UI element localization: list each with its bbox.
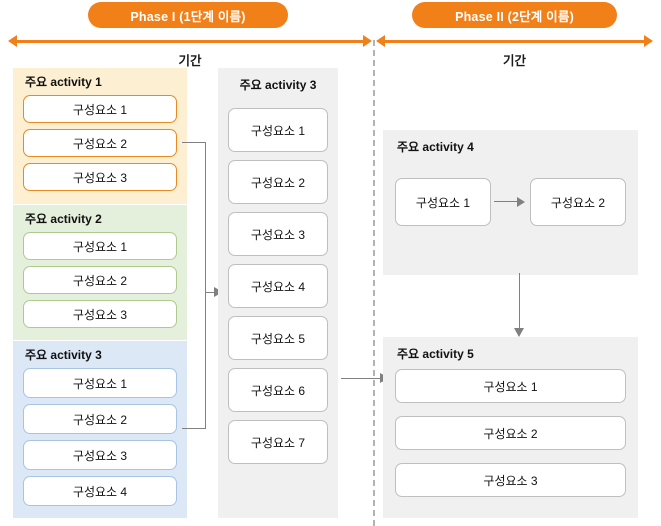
activity-group-1-title: 주요 activity 1 bbox=[25, 75, 102, 89]
activity-group-5-title: 주요 activity 5 bbox=[397, 347, 474, 361]
period-label-phase-2: 기간 bbox=[502, 54, 526, 68]
component-box[interactable]: 구성요소 3 bbox=[23, 163, 177, 191]
activity-group-4-title: 주요 activity 4 bbox=[397, 140, 474, 154]
component-box[interactable]: 구성요소 2 bbox=[23, 129, 177, 157]
timeline-line bbox=[383, 40, 646, 43]
component-box[interactable]: 구성요소 3 bbox=[23, 300, 177, 328]
arrow-right-icon bbox=[363, 35, 372, 47]
connector-activity4-to-activity5 bbox=[519, 273, 520, 330]
activity-group-4: 주요 activity 4 구성요소 1 구성요소 2 bbox=[383, 130, 638, 275]
phase-pill-1: Phase I (1단계 이름) bbox=[88, 2, 288, 28]
component-box[interactable]: 구성요소 6 bbox=[228, 368, 328, 412]
period-label-phase-1: 기간 bbox=[178, 54, 202, 68]
arrow-right-icon bbox=[494, 196, 527, 208]
component-box[interactable]: 구성요소 4 bbox=[228, 264, 328, 308]
connector-bracket-top bbox=[182, 142, 206, 143]
component-box[interactable]: 구성요소 7 bbox=[228, 420, 328, 464]
activity-group-2-title: 주요 activity 2 bbox=[25, 212, 102, 226]
component-box[interactable]: 구성요소 2 bbox=[395, 416, 626, 450]
phase-divider bbox=[373, 40, 375, 526]
arrow-right-icon bbox=[644, 35, 653, 47]
connector-bracket-bottom bbox=[182, 428, 206, 429]
component-box[interactable]: 구성요소 4 bbox=[23, 476, 177, 506]
connector-bracket-stem bbox=[205, 292, 221, 293]
activity-group-3: 주요 activity 3 구성요소 1 구성요소 2 구성요소 3 구성요소 … bbox=[13, 341, 187, 518]
timeline-line bbox=[15, 40, 365, 43]
activity-group-5: 주요 activity 5 구성요소 1 구성요소 2 구성요소 3 bbox=[383, 337, 638, 518]
component-box[interactable]: 구성요소 1 bbox=[395, 178, 491, 226]
activity-group-1: 주요 activity 1 구성요소 1 구성요소 2 구성요소 3 bbox=[13, 68, 187, 204]
arrow-left-icon bbox=[376, 35, 385, 47]
connector-mid-to-activity5 bbox=[341, 378, 387, 379]
activity-group-4-row: 구성요소 1 구성요소 2 bbox=[395, 178, 626, 226]
arrow-down-icon bbox=[514, 328, 524, 337]
component-box[interactable]: 구성요소 3 bbox=[228, 212, 328, 256]
component-box[interactable]: 구성요소 1 bbox=[228, 108, 328, 152]
phase-pill-2: Phase II (2단계 이름) bbox=[412, 2, 617, 28]
component-box[interactable]: 구성요소 5 bbox=[228, 316, 328, 360]
component-box[interactable]: 구성요소 1 bbox=[395, 369, 626, 403]
component-box[interactable]: 구성요소 2 bbox=[530, 178, 626, 226]
activity-group-3-middle: 주요 activity 3 구성요소 1 구성요소 2 구성요소 3 구성요소 … bbox=[218, 68, 338, 518]
timeline-arrow-phase-1 bbox=[8, 35, 372, 48]
arrow-left-icon bbox=[8, 35, 17, 47]
component-box[interactable]: 구성요소 3 bbox=[395, 463, 626, 497]
component-box[interactable]: 구성요소 2 bbox=[228, 160, 328, 204]
connector-bracket-vertical bbox=[205, 142, 206, 429]
activity-group-3-middle-title: 주요 activity 3 bbox=[239, 78, 317, 92]
component-box[interactable]: 구성요소 1 bbox=[23, 232, 177, 260]
component-box[interactable]: 구성요소 2 bbox=[23, 266, 177, 294]
timeline-arrow-phase-2 bbox=[376, 35, 653, 48]
activity-group-3-title: 주요 activity 3 bbox=[25, 348, 102, 362]
component-box[interactable]: 구성요소 3 bbox=[23, 440, 177, 470]
component-box[interactable]: 구성요소 2 bbox=[23, 404, 177, 434]
component-box[interactable]: 구성요소 1 bbox=[23, 368, 177, 398]
activity-group-2: 주요 activity 2 구성요소 1 구성요소 2 구성요소 3 bbox=[13, 205, 187, 340]
component-box[interactable]: 구성요소 1 bbox=[23, 95, 177, 123]
